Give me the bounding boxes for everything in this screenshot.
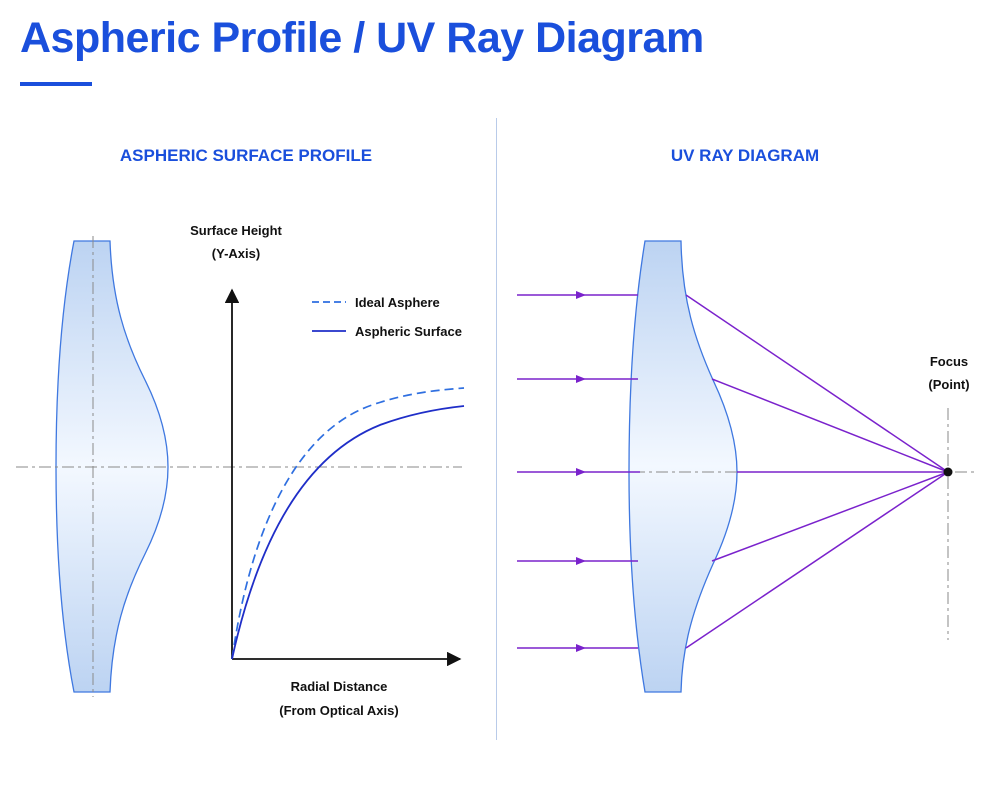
ray-arrow-2 — [576, 375, 586, 383]
refracted-ray-1 — [685, 294, 949, 473]
legend-label-aspheric-surface: Aspheric Surface — [355, 324, 462, 339]
ideal-asphere-curve — [231, 387, 465, 660]
focus-label-line2: (Point) — [928, 377, 970, 392]
refracted-ray-4 — [711, 471, 949, 562]
right-panel-heading: UV RAY DIAGRAM — [670, 146, 820, 165]
panel-divider — [496, 118, 497, 740]
page-title: Aspheric Profile / UV Ray Diagram — [20, 14, 704, 62]
ray-arrow-1 — [576, 291, 586, 299]
y-axis-label-line1: Surface Height — [190, 223, 282, 238]
legend-label-ideal-asphere: Ideal Asphere — [355, 295, 440, 310]
ray-arrow-3 — [576, 468, 586, 476]
x-axis-label-line2: (From Optical Axis) — [279, 703, 399, 718]
x-axis-label-line1: Radial Distance — [290, 679, 388, 694]
focus-label-line1: Focus — [929, 354, 969, 369]
left-panel-heading: ASPHERIC SURFACE PROFILE — [119, 146, 373, 165]
ray-arrow-4 — [576, 557, 586, 565]
refracted-ray-5 — [685, 471, 949, 649]
refracted-ray-2 — [711, 378, 949, 473]
ray-direction-arrows — [576, 291, 586, 652]
ray-arrow-5 — [576, 644, 586, 652]
title-underline — [20, 82, 92, 86]
refracted-rays — [685, 294, 949, 649]
y-axis-label-line2: (Y-Axis) — [211, 246, 261, 261]
focus-point — [943, 467, 953, 477]
aspheric-surface-curve — [231, 405, 465, 660]
